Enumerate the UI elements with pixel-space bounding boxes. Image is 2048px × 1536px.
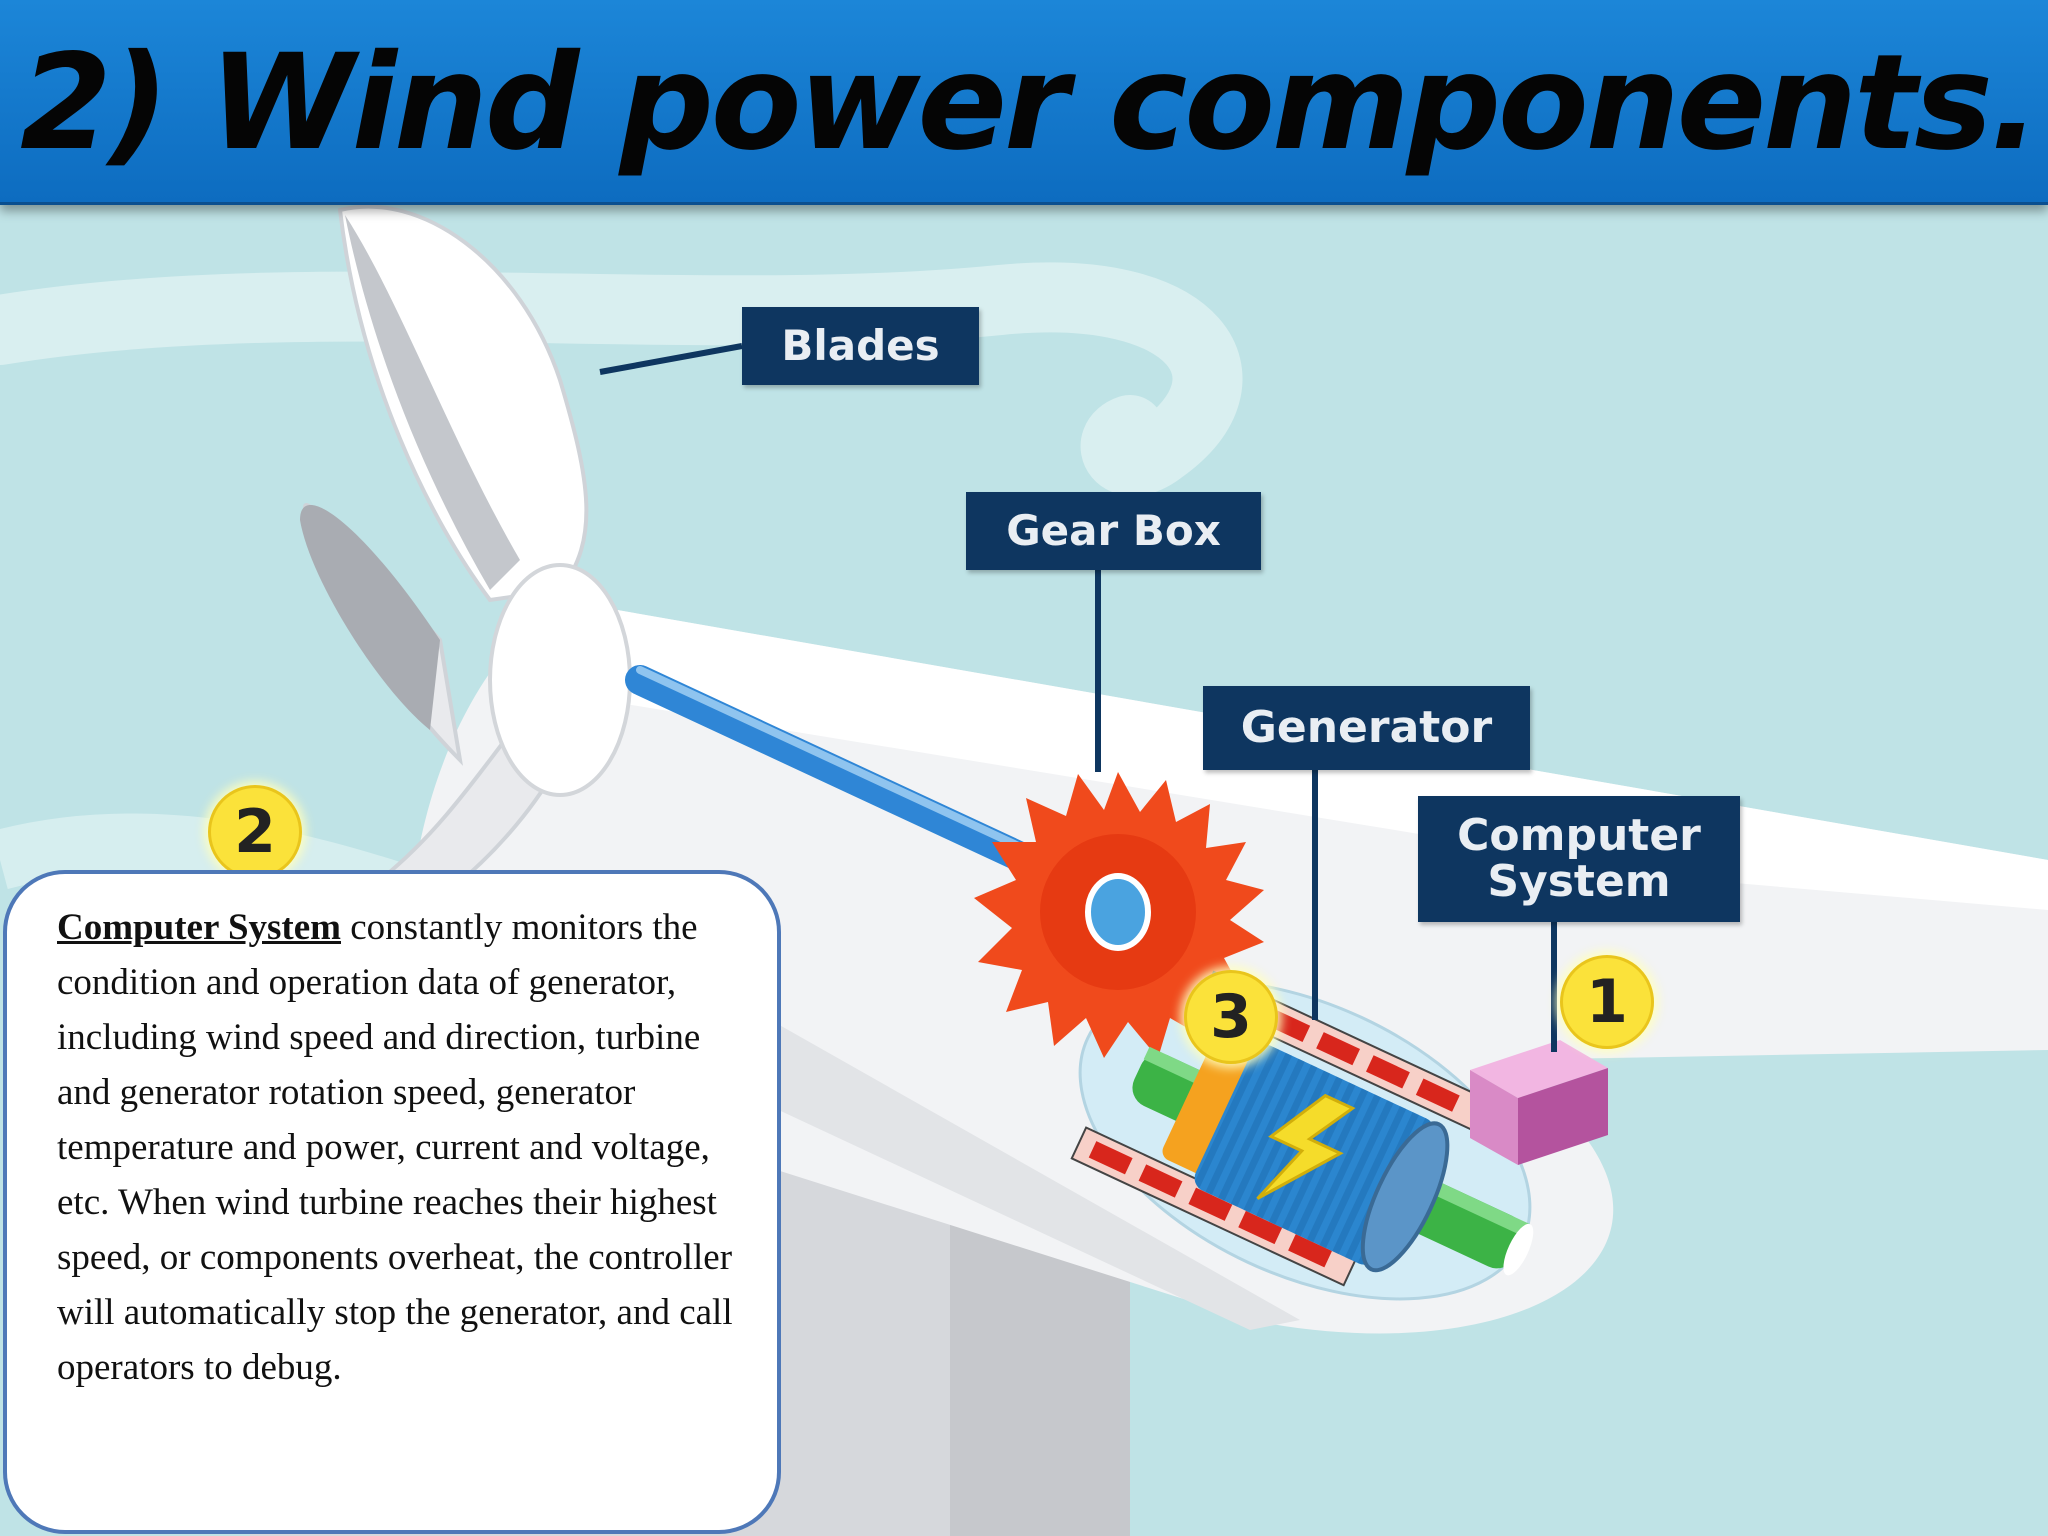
lightning-icon: [1256, 1093, 1356, 1200]
info-text: constantly monitors the condition and op…: [57, 907, 733, 1388]
gear-box-label: Gear Box: [966, 492, 1261, 570]
info-box: Computer System constantly monitors the …: [3, 870, 781, 1534]
step-badge-2: 2: [208, 785, 302, 879]
computer-system-label-line2: System: [1487, 856, 1671, 907]
turbine-blade-icon: [300, 204, 632, 893]
blades-label: Blades: [742, 307, 979, 385]
title-bar: 2) Wind power components.: [0, 0, 2048, 205]
generator-label: Generator: [1203, 686, 1530, 770]
step-badge-1: 1: [1560, 955, 1654, 1049]
step-badge-3: 3: [1184, 970, 1278, 1064]
info-term: Computer System: [57, 907, 341, 948]
gear-icon: [974, 772, 1264, 1058]
computer-box-icon: [1470, 1040, 1608, 1165]
computer-system-label-line1: Computer: [1457, 810, 1701, 861]
generator-icon: [1132, 1041, 1534, 1276]
computer-system-label: Computer System: [1418, 796, 1740, 922]
slide-title: 2) Wind power components.: [20, 26, 2040, 180]
